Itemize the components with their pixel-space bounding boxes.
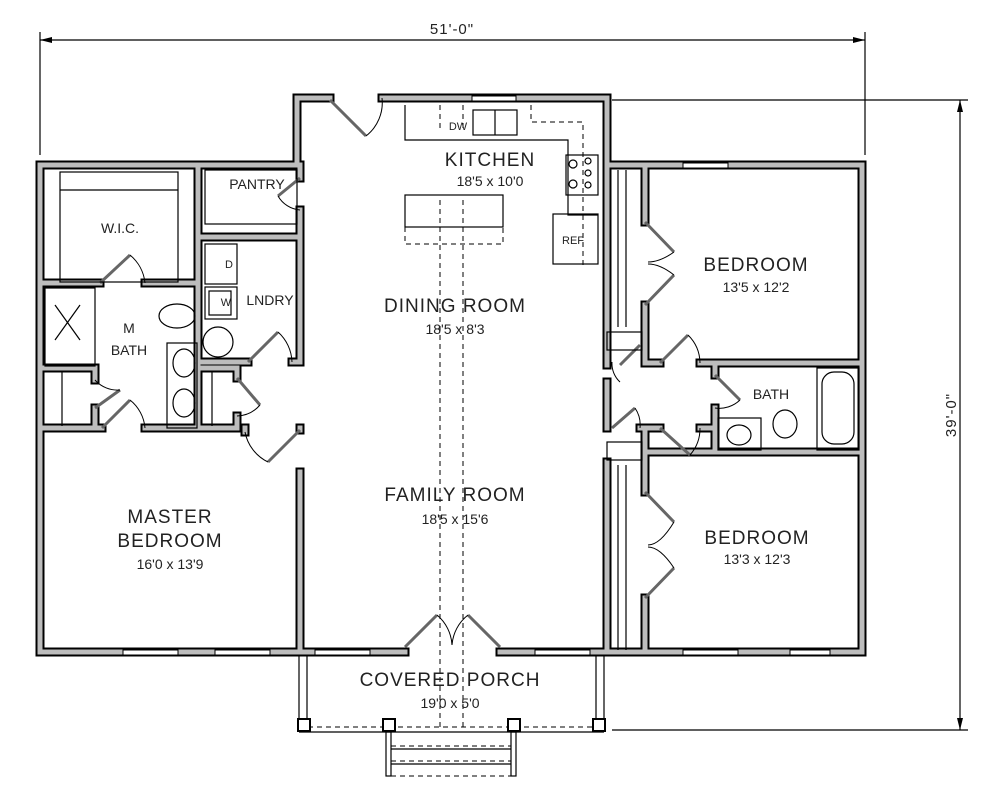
family-room-size: 18'5 x 15'6 — [422, 511, 489, 527]
master-bath-label-2: BATH — [111, 342, 147, 358]
doors — [94, 97, 742, 649]
dimension-depth: 39'-0" — [612, 99, 968, 731]
wall-segment — [142, 413, 240, 431]
window — [214, 649, 271, 656]
window — [122, 649, 179, 656]
bath-vanity-icon — [717, 417, 762, 451]
closet-shelving — [59, 169, 643, 650]
dryer-icon — [204, 243, 238, 285]
range-icon — [565, 154, 599, 196]
room-labels: KITCHEN 18'5 x 10'0 PANTRY W.I.C. LNDRY … — [101, 150, 809, 711]
bath-toilet-icon — [772, 409, 798, 439]
wall-segment — [37, 365, 98, 383]
dryer-label: D — [225, 259, 233, 271]
master-bath-label-1: M — [123, 320, 135, 336]
porch-steps — [385, 731, 517, 777]
kitchen-size: 18'5 x 10'0 — [457, 173, 524, 189]
porch-structure — [297, 651, 606, 777]
master-bedroom-label-2: BEDROOM — [117, 531, 222, 552]
shower-icon — [44, 287, 96, 367]
toilet-icon — [158, 303, 196, 329]
bathtub-icon — [816, 367, 860, 451]
window — [534, 649, 591, 656]
wic-label: W.I.C. — [101, 220, 139, 236]
window — [314, 649, 371, 656]
window — [789, 649, 831, 656]
window — [682, 649, 739, 656]
pantry-label: PANTRY — [229, 176, 285, 192]
vanity-icon — [166, 342, 198, 429]
bedroom1-size: 13'5 x 12'2 — [723, 279, 790, 295]
windows — [122, 95, 831, 656]
washer-label: W — [221, 297, 232, 309]
wall-segment — [195, 365, 240, 381]
wall-segment — [642, 302, 663, 366]
bedroom2-label: BEDROOM — [704, 528, 809, 549]
kitchen-label: KITCHEN — [445, 150, 535, 171]
window — [471, 95, 517, 102]
refrigerator-label: REF — [562, 235, 584, 247]
wall-segment — [37, 95, 333, 168]
dishwasher-label: DW — [449, 121, 468, 133]
dimension-width: 51'-0" — [39, 21, 866, 155]
porch-label: COVERED PORCH — [360, 670, 541, 691]
wall-segment — [379, 95, 865, 655]
washer-icon — [204, 286, 238, 320]
master-bedroom-label-1: MASTER — [127, 507, 212, 528]
bath-fixtures: D W — [44, 243, 860, 451]
wall-segment — [35, 93, 335, 170]
dining-room-label: DINING ROOM — [384, 296, 526, 317]
wall-segment — [37, 162, 408, 655]
master-bedroom-size: 16'0 x 13'9 — [137, 556, 204, 572]
depth-dimension-label: 39'-0" — [943, 393, 960, 437]
bedroom2-size: 13'3 x 12'3 — [724, 551, 791, 567]
bedroom1-label: BEDROOM — [703, 255, 808, 276]
bath-label: BATH — [753, 386, 789, 402]
laundry-label: LNDRY — [246, 292, 294, 308]
family-room-label: FAMILY ROOM — [384, 485, 525, 506]
laundry-sink-icon — [202, 326, 234, 358]
porch-size: 19'0 x 5'0 — [420, 695, 479, 711]
width-dimension-label: 51'-0" — [430, 21, 474, 38]
dining-room-size: 18'5 x 8'3 — [425, 321, 484, 337]
window — [682, 162, 729, 169]
kitchen-fixtures: REF DW — [404, 105, 599, 265]
refrigerator-icon — [552, 213, 599, 265]
wall-segment — [377, 93, 867, 657]
